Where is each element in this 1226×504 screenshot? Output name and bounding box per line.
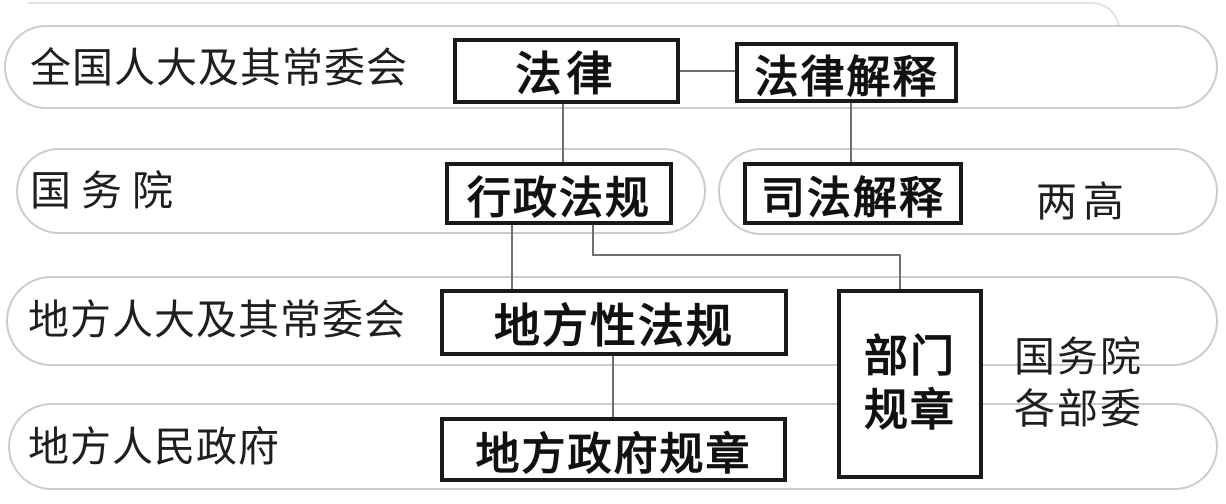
connector-administrative-regulations-departmental-rules-seg1 (592, 225, 594, 256)
box-law-label: 法律 (515, 48, 618, 100)
annotation-ministries-line1: 国务院 (1014, 334, 1143, 380)
connector-administrative-regulations-departmental-rules-seg3 (899, 254, 901, 289)
box-local-regulations-label: 地方性法规 (494, 299, 734, 352)
box-departmental-rules-line1: 部门 (864, 332, 956, 381)
row-label-local-npc: 地方人大及其常委会 (28, 297, 406, 343)
connector-law-administrative-regulations (562, 104, 564, 162)
row-label-state-council: 国务院 (30, 168, 183, 214)
box-law: 法律 (453, 38, 680, 104)
box-local-government-rules-label: 地方政府规章 (475, 429, 752, 479)
connector-local-regulations-local-government-rules (612, 356, 614, 417)
connector-law-legal-interpretation (680, 70, 735, 72)
box-departmental-rules-label: 部门 规章 (864, 330, 956, 438)
box-administrative-regulations: 行政法规 (445, 162, 673, 225)
box-departmental-rules-line2: 规章 (864, 386, 956, 435)
box-judicial-interpretation-label: 司法解释 (761, 173, 945, 223)
box-local-government-rules: 地方政府规章 (440, 417, 787, 482)
row-label-local-gov: 地方人民政府 (28, 424, 280, 470)
box-legal-interpretation-label: 法律解释 (754, 52, 939, 102)
row-label-npc: 全国人大及其常委会 (30, 45, 408, 91)
connector-administrative-regulations-departmental-rules-seg2 (592, 254, 901, 256)
annotation-two-highs: 两高 (1036, 179, 1130, 225)
box-administrative-regulations-label: 行政法规 (467, 173, 651, 223)
connector-legal-interpretation-judicial-interpretation (850, 103, 852, 162)
box-judicial-interpretation: 司法解释 (743, 162, 963, 225)
top-edge-remnant-line (28, 2, 1068, 4)
annotation-state-council-ministries: 国务院 各部委 (1014, 331, 1143, 435)
box-local-regulations: 地方性法规 (440, 289, 788, 356)
annotation-ministries-line2: 各部委 (1014, 386, 1143, 432)
connector-administrative-regulations-local-regulations (511, 225, 513, 289)
box-legal-interpretation: 法律解释 (735, 42, 958, 103)
box-departmental-rules: 部门 规章 (837, 289, 983, 479)
